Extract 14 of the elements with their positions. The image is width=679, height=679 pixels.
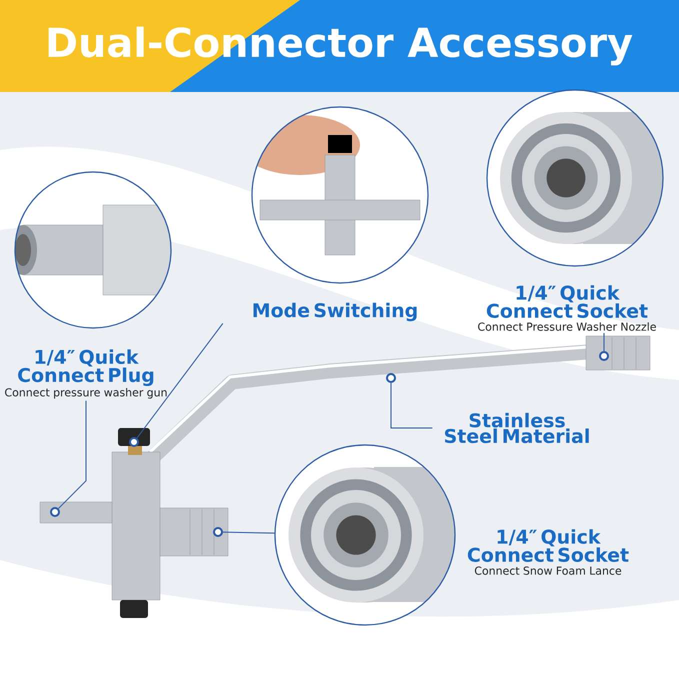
callout-dot bbox=[50, 507, 60, 517]
callout-dot bbox=[213, 527, 223, 537]
callout-text: Stainless Steel Material bbox=[445, 412, 589, 444]
callout-text: 1/4″ Quick Connect Socket Connect Snow Foam Lance bbox=[468, 529, 629, 575]
callout-text: 1/4″ Quick Connect Plug Connect pressure washer gun bbox=[5, 349, 167, 399]
leader-line bbox=[222, 532, 276, 534]
callout-dot bbox=[386, 373, 396, 383]
leader-line bbox=[136, 322, 224, 438]
callout-dot bbox=[129, 437, 139, 447]
callout-text: Mode Switching bbox=[254, 302, 417, 322]
socket-drawing bbox=[274, 444, 456, 626]
callout-text: 1/4″ Quick Connect Socket Connect Pressure Washer Nozzle bbox=[478, 285, 656, 331]
leader-line bbox=[390, 382, 433, 428]
callout-dot bbox=[599, 351, 609, 361]
